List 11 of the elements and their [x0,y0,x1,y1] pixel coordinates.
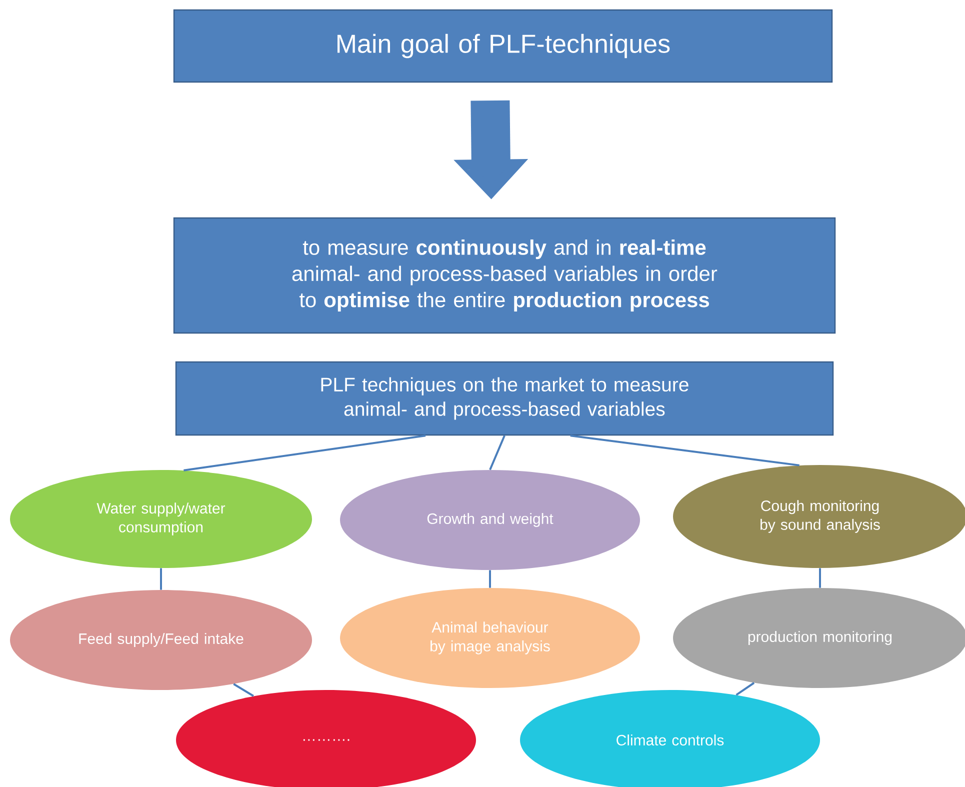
connector-line [570,434,800,466]
connector-line [736,682,755,696]
connector-line [819,568,821,588]
connector-line [160,568,162,590]
connector-line [489,435,506,470]
connector-line [184,434,426,472]
connector-line [489,570,491,588]
text-box: Main goal of PLF-techniques [173,9,833,83]
text-box: to measure continuously and in real-time animal- and process-based variables in order to optimise the entire production process [173,217,836,334]
text-box: PLF techniques on the market to measure animal- and process-based variables [175,361,834,436]
connector-line [233,683,254,697]
